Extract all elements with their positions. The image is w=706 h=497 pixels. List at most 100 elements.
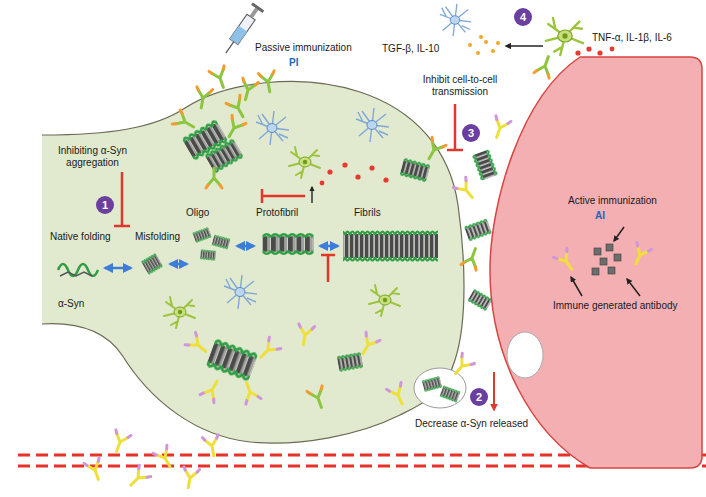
inhibit-aggregation-line	[114, 172, 130, 226]
inhibit-aggregation-line-part	[114, 225, 130, 228]
callout-number-text: 1	[96, 196, 114, 214]
lower-fibrils-part	[185, 332, 211, 357]
text-label: TGF-β, IL-10	[382, 43, 439, 55]
top-glia-part-part	[610, 47, 615, 52]
glial-cells-part-part	[369, 165, 374, 170]
target-cell-outline-part	[592, 244, 621, 275]
lower-fibrils-part	[239, 380, 261, 404]
lower-fibrils-part	[307, 386, 329, 410]
target-cell-outline-part-part	[614, 254, 621, 261]
aggregation-pathway-part-part	[170, 263, 187, 266]
release-vesicle-part	[493, 372, 495, 410]
release-vesicle-part	[422, 376, 442, 392]
transmission-block-part	[467, 289, 492, 312]
syringe-part	[226, 42, 234, 53]
top-glia-part	[546, 18, 583, 55]
text-label: Decrease α-Syn released	[413, 418, 530, 430]
target-cell-outline-part-part	[594, 248, 601, 255]
lower-fibrils-part	[387, 383, 410, 408]
callout-number: 3	[462, 124, 480, 142]
callout-number: 4	[514, 8, 532, 26]
passive-antibodies	[193, 66, 277, 121]
passive-antibodies-part	[193, 87, 212, 109]
peripheral-antibodies-part	[202, 435, 221, 457]
callout-number: 2	[470, 388, 488, 406]
peripheral-antibodies-part	[84, 458, 106, 482]
glial-cells-part-part	[320, 181, 325, 186]
top-glia-part-part	[479, 35, 483, 39]
callout-number: 1	[96, 196, 114, 214]
target-cell-outline-part-part	[600, 258, 607, 265]
aggregation-pathway-part-part	[320, 245, 338, 248]
neuron-body-part	[42, 81, 464, 443]
top-glia-part-part	[468, 43, 472, 47]
fibril-cluster-part	[172, 110, 197, 134]
peripheral-antibodies-part	[153, 445, 177, 470]
fibril-b-part	[400, 158, 431, 182]
aggregation-pathway-part	[60, 272, 92, 276]
fibril-b-part	[422, 137, 446, 162]
top-glia-part-part	[491, 49, 495, 53]
lower-fibrils-part	[337, 352, 363, 372]
top-glia-part	[575, 46, 614, 55]
target-cell-outline-part-part	[614, 227, 624, 241]
target-cell-outline-part	[507, 332, 543, 378]
fibril-b	[400, 137, 446, 182]
glial-cells-part	[164, 297, 195, 328]
cell-text: AI	[595, 210, 605, 222]
target-cell-outline-part-part	[592, 268, 599, 275]
aggregation-pathway-part	[141, 253, 163, 275]
cell-text: Active immunization	[568, 195, 657, 207]
glial-cells	[164, 108, 400, 328]
inhibit-aggregation-line-part	[121, 172, 124, 226]
target-cell-outline-part-part	[627, 279, 640, 296]
transmission-block-part-part	[447, 149, 463, 152]
peripheral-antibodies	[84, 430, 222, 491]
lower-fibrils	[185, 324, 409, 410]
passive-antibodies-part	[258, 71, 277, 93]
glial-cells-part-part	[383, 177, 388, 182]
transmission-block-part	[489, 116, 511, 140]
target-cell: Active immunizationAIImmune generated an…	[490, 55, 704, 470]
inhibit-glia-line-part	[261, 189, 264, 203]
release-vesicle	[414, 353, 494, 410]
target-cell-outline-part	[571, 227, 640, 296]
glial-cells-part	[311, 187, 312, 203]
fibril-cluster	[172, 110, 246, 188]
passive-antibodies-part	[209, 66, 231, 90]
aggregation-pathway-part-part	[105, 267, 131, 270]
syringe-part	[251, 2, 264, 12]
glial-cells-part-part	[327, 169, 332, 174]
lower-fibrils-part	[356, 332, 380, 357]
glial-cells-part	[289, 147, 320, 178]
transmission-block-part-part	[454, 104, 457, 150]
text-label: Fibrils	[354, 207, 381, 219]
transmission-block-part	[447, 104, 463, 150]
glial-cells-part-part	[355, 174, 360, 179]
syringe-part	[230, 26, 247, 45]
top-glia-part-part	[597, 50, 602, 55]
callout-number-text: 4	[514, 8, 532, 26]
text-label: Inhibiting α-Syn aggregation	[45, 145, 140, 169]
top-glia-part-part	[586, 46, 591, 51]
top-glia-part	[468, 35, 500, 55]
aggregation-pathway-part	[321, 255, 335, 282]
release-vesicle-part	[414, 368, 466, 408]
fibril-cluster-part	[222, 115, 246, 140]
transmission-block-part	[453, 177, 478, 203]
lower-fibrils-part	[200, 377, 224, 402]
target-cell-outline-part-part	[608, 267, 615, 274]
fibril-cluster-part	[204, 138, 244, 174]
top-glia-part-part	[575, 50, 580, 55]
top-glia-part	[506, 45, 543, 47]
callout-number-text: 3	[462, 124, 480, 142]
text-label: α-Syn	[58, 298, 84, 310]
text-label: PI	[289, 57, 298, 69]
text-label: Oligo	[186, 207, 209, 219]
peripheral-antibodies-part	[125, 465, 150, 490]
glial-cells-part-part	[342, 162, 347, 167]
lower-fibrils-part	[295, 324, 314, 346]
target-cell-outline	[490, 55, 704, 470]
aggregation-pathway-part	[263, 233, 314, 255]
